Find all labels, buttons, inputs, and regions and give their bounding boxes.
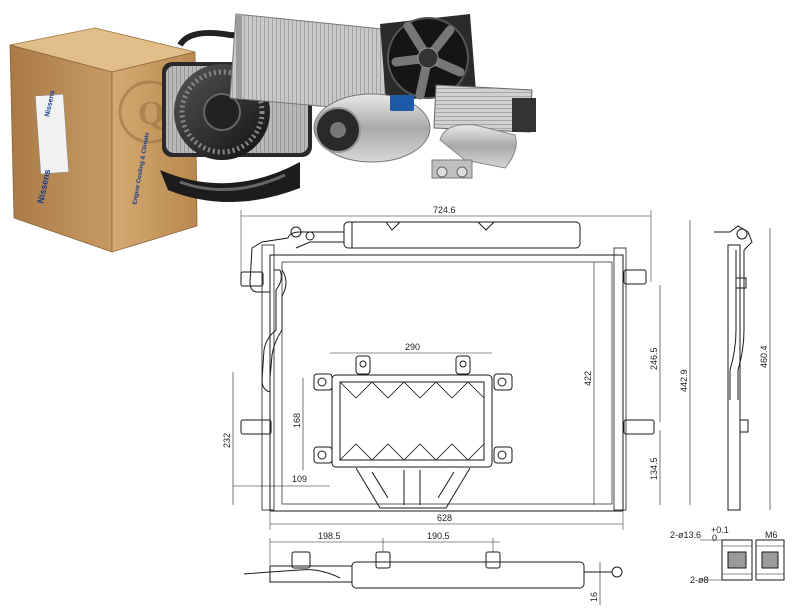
- heater-core: [433, 84, 536, 133]
- dim-bottom-left: 198.5: [318, 531, 341, 541]
- dim-bracket-width: 290: [405, 342, 420, 352]
- product-photo: Nissens Nissens Q Engine Cooling & Clima…: [9, 13, 536, 253]
- dim-core-height: 422: [583, 371, 593, 386]
- front-view: [232, 210, 691, 530]
- radiator-fan: [380, 14, 476, 102]
- receiver-drier: [431, 124, 517, 179]
- detail-tol-plus: +0.1: [711, 525, 729, 535]
- ac-hose: [177, 30, 301, 47]
- bottom-view: [243, 538, 623, 605]
- blower-motor: [160, 62, 312, 203]
- dim-lower-mount: 134.5: [649, 457, 659, 480]
- detail-tol-zero: 0: [712, 533, 717, 543]
- detail-pin-dia: 2-ø8: [690, 575, 709, 585]
- center-bracket: [313, 355, 513, 509]
- dim-total-height: 442.9: [679, 369, 689, 392]
- dim-left-offset: 109: [292, 474, 307, 484]
- dim-side-height: 460.4: [759, 345, 769, 368]
- dim-bottom-depth: 16: [589, 592, 599, 602]
- detail-thread: M6: [765, 530, 778, 540]
- dim-core-width: 628: [437, 513, 452, 523]
- detail-hole-dia: 2-ø13.6: [670, 530, 701, 540]
- ac-compressor: [313, 93, 431, 163]
- dim-upper-mount: 246.5: [649, 347, 659, 370]
- box-q-letter: Q: [138, 95, 164, 132]
- side-view: [714, 225, 771, 511]
- technical-drawing: [232, 210, 785, 605]
- dim-left-height: 232: [222, 433, 232, 448]
- hole-detail: [700, 539, 785, 581]
- dim-overall-width: 724.6: [433, 205, 456, 215]
- dim-bracket-height: 168: [292, 413, 302, 428]
- receiver-tube: [343, 221, 581, 249]
- dim-bottom-right: 190.5: [427, 531, 450, 541]
- condenser-core-outline: [269, 254, 624, 512]
- dimension-labels: 724.6 628 290 109 168 232 422 246.5 442.…: [222, 205, 778, 602]
